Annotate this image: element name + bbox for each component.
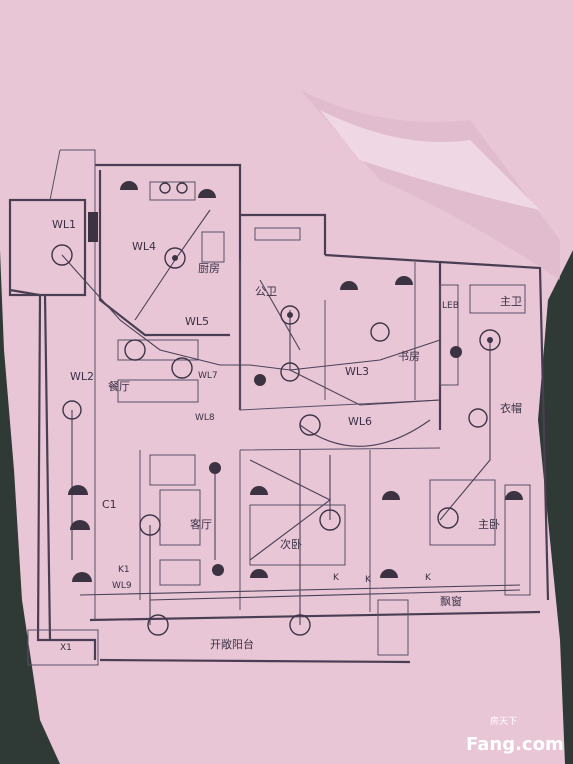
label-wl5: WL5 — [185, 315, 209, 328]
room-bedroom: 次卧 — [280, 537, 302, 551]
room-balcony: 开敞阳台 — [210, 637, 254, 651]
paper-highlight — [320, 110, 540, 210]
room-bay-window: 飘窗 — [440, 594, 462, 608]
label-k1: K1 — [118, 565, 130, 575]
room-cloakroom: 衣帽 — [500, 401, 522, 415]
label-wl6: WL6 — [348, 415, 372, 428]
label-wl3: WL3 — [345, 365, 369, 378]
label-k-bedroom: K — [333, 573, 340, 583]
watermark-top: 房天下 — [490, 715, 517, 727]
label-wl2: WL2 — [70, 370, 94, 383]
wiring — [61, 209, 521, 625]
label-wl4: WL4 — [132, 240, 156, 253]
room-kitchen: 厨房 — [198, 262, 220, 275]
label-k-corridor: K — [365, 575, 372, 585]
label-wl1: WL1 — [52, 218, 76, 231]
room-dining: 餐厅 — [108, 379, 130, 393]
room-master: 主卧 — [478, 518, 500, 531]
room-living: 客厅 — [190, 517, 212, 531]
label-wl7: WL7 — [198, 371, 218, 381]
walls — [8, 149, 550, 666]
room-bathroom2: 主卫 — [500, 295, 522, 308]
label-x1: X1 — [60, 643, 72, 653]
switches — [68, 181, 523, 582]
room-study: 书房 — [398, 350, 420, 363]
room-bathroom1: 公卫 — [255, 285, 277, 298]
ceiling-lamps — [51, 182, 501, 636]
watermark-brand: Fang.com — [466, 734, 564, 755]
label-k-master: K — [425, 573, 432, 583]
label-c1: C1 — [102, 498, 117, 511]
label-wl8: WL8 — [195, 413, 215, 423]
label-leb: LEB — [442, 301, 459, 311]
label-wl9: WL9 — [112, 581, 132, 591]
